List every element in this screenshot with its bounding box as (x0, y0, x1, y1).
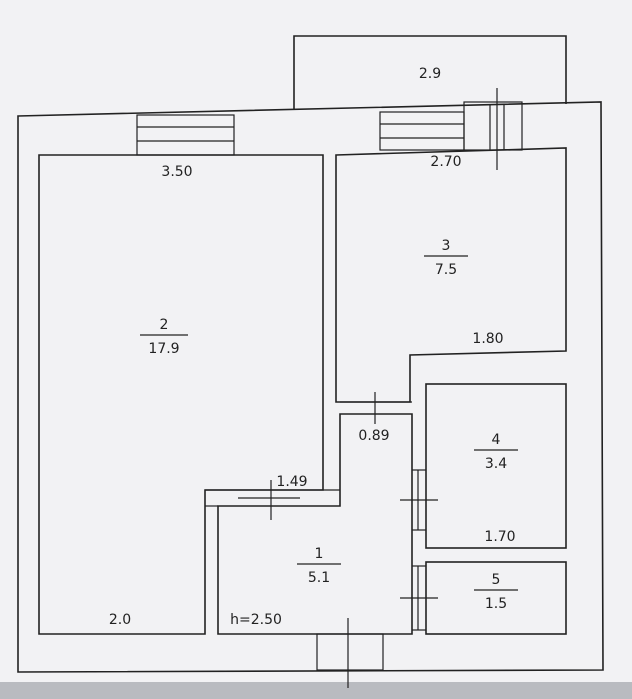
room-3-label: 3 7.5 (424, 238, 468, 278)
dim-room-2-bottom: 2.0 (109, 612, 131, 628)
dim-hall-left: 1.49 (276, 474, 307, 490)
room-2-label: 2 17.9 (140, 317, 188, 357)
room-4 (425, 383, 567, 549)
dim-room-4-bottom: 1.70 (484, 529, 515, 545)
ceiling-height: h=2.50 (230, 612, 282, 628)
door-mark-room-4 (400, 469, 438, 531)
room-5-area: 1.5 (485, 596, 507, 612)
room-2-number: 2 (160, 317, 169, 333)
outer-wall (17, 101, 604, 673)
room-4-number: 4 (492, 432, 501, 448)
paper-shadow (0, 682, 632, 699)
room-3-number: 3 (442, 238, 451, 254)
entrance-door (316, 618, 384, 688)
balcony-area: 2.9 (419, 66, 441, 82)
room-1-number: 1 (315, 546, 324, 562)
dim-room-3-top: 2.70 (430, 154, 461, 170)
room-3-area: 7.5 (435, 262, 457, 278)
dim-room-2-top: 3.50 (161, 164, 192, 180)
dim-hall-door: 0.89 (358, 428, 389, 444)
door-mark-room-2 (238, 480, 300, 520)
dim-room-3-right: 1.80 (472, 331, 503, 347)
room-4-label: 4 3.4 (474, 432, 518, 472)
balcony (293, 35, 567, 110)
room-1-label: 1 5.1 (297, 546, 341, 586)
room-5-label: 5 1.5 (474, 572, 518, 612)
room-4-area: 3.4 (485, 456, 507, 472)
room-3 (335, 147, 567, 403)
door-mark-room-5 (400, 565, 438, 631)
room-5-number: 5 (492, 572, 501, 588)
room-2-area: 17.9 (148, 341, 179, 357)
room-1 (205, 401, 413, 635)
room-1-area: 5.1 (308, 570, 330, 586)
